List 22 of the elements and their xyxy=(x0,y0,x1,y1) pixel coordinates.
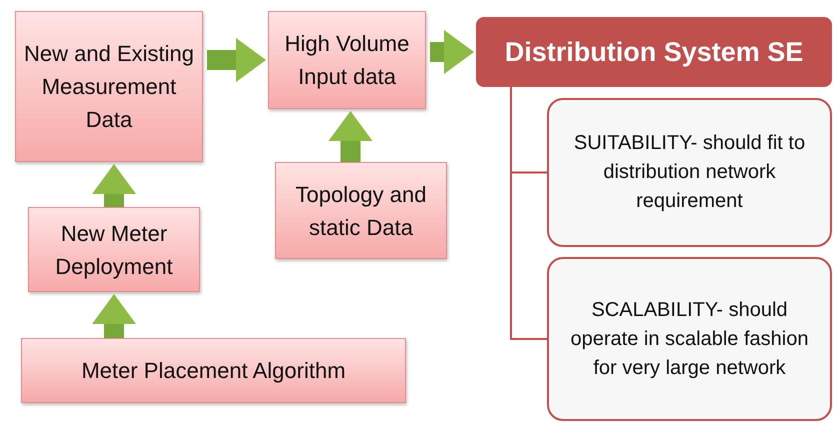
header-box xyxy=(476,17,832,87)
process-box xyxy=(15,11,203,162)
description-box xyxy=(547,257,832,421)
process-box xyxy=(275,162,447,259)
box-text: SCALABILITY- should operate in scalable fashion for very large network xyxy=(570,298,810,380)
process-box xyxy=(268,11,426,109)
block-arrow xyxy=(207,38,266,82)
block-arrow xyxy=(328,111,372,162)
box-text: High Volume Input data xyxy=(284,30,410,91)
box-text: Topology and static Data xyxy=(294,180,428,242)
block-arrow xyxy=(92,164,136,207)
process-box xyxy=(28,207,200,292)
box-text: New Meter Deployment xyxy=(54,220,174,281)
description-box xyxy=(547,98,832,247)
block-arrow xyxy=(92,294,136,338)
connector-line xyxy=(510,87,547,340)
process-box xyxy=(21,338,406,403)
box-text: Distribution System SE xyxy=(504,36,804,68)
box-text: New and Existing Measurement Data xyxy=(23,40,195,134)
box-text: Meter Placement Algorithm xyxy=(81,357,346,385)
box-text: SUITABILITY- should fit to distribution network requirement xyxy=(572,131,806,214)
block-arrow xyxy=(430,30,474,74)
